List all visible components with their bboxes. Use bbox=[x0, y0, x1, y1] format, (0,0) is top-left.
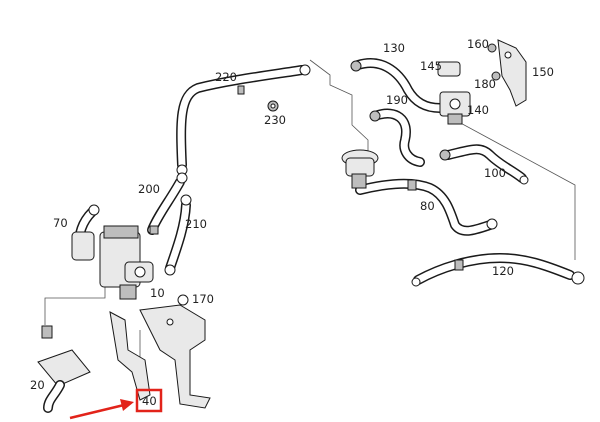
label-180: 180 bbox=[474, 77, 496, 91]
label-200: 200 bbox=[138, 182, 160, 196]
muffler-20 bbox=[37, 325, 91, 413]
label-170: 170 bbox=[192, 292, 214, 306]
label-150: 150 bbox=[532, 65, 554, 79]
hose-220 bbox=[176, 64, 311, 176]
label-10: 10 bbox=[150, 286, 165, 300]
label-120: 120 bbox=[492, 264, 514, 278]
hose-100 bbox=[439, 144, 529, 185]
label-145: 145 bbox=[420, 59, 442, 73]
highlight bbox=[69, 388, 163, 420]
hose-130 bbox=[350, 58, 445, 113]
label-210: 210 bbox=[185, 217, 207, 231]
highlight-box bbox=[135, 388, 163, 413]
heater-unit-10 bbox=[99, 225, 154, 300]
hose-200 bbox=[147, 172, 188, 235]
label-160: 160 bbox=[467, 37, 489, 51]
label-220: 220 bbox=[215, 70, 237, 84]
label-190: 190 bbox=[386, 93, 408, 107]
label-70: 70 bbox=[53, 216, 68, 230]
leader-lines bbox=[44, 59, 576, 388]
part-70 bbox=[71, 204, 100, 261]
label-140: 140 bbox=[467, 103, 489, 117]
valve-140 bbox=[437, 61, 471, 125]
label-130: 130 bbox=[383, 41, 405, 55]
pump-center bbox=[341, 149, 379, 189]
hose-120 bbox=[411, 253, 585, 287]
hose-190 bbox=[369, 108, 425, 167]
highlight-arrow bbox=[69, 403, 125, 420]
bracket-150 bbox=[487, 39, 527, 107]
label-100: 100 bbox=[484, 166, 506, 180]
label-80: 80 bbox=[420, 199, 435, 213]
part-labels: 130 145 160 150 180 140 190 220 230 100 … bbox=[30, 37, 554, 408]
label-230: 230 bbox=[264, 113, 286, 127]
bracket-40 bbox=[109, 294, 211, 409]
hose-210 bbox=[164, 194, 192, 276]
hose-80 bbox=[355, 178, 498, 236]
highlight-arrow-head bbox=[120, 399, 134, 411]
clamp-230 bbox=[267, 100, 279, 112]
label-20: 20 bbox=[30, 378, 45, 392]
label-40: 40 bbox=[142, 394, 157, 408]
